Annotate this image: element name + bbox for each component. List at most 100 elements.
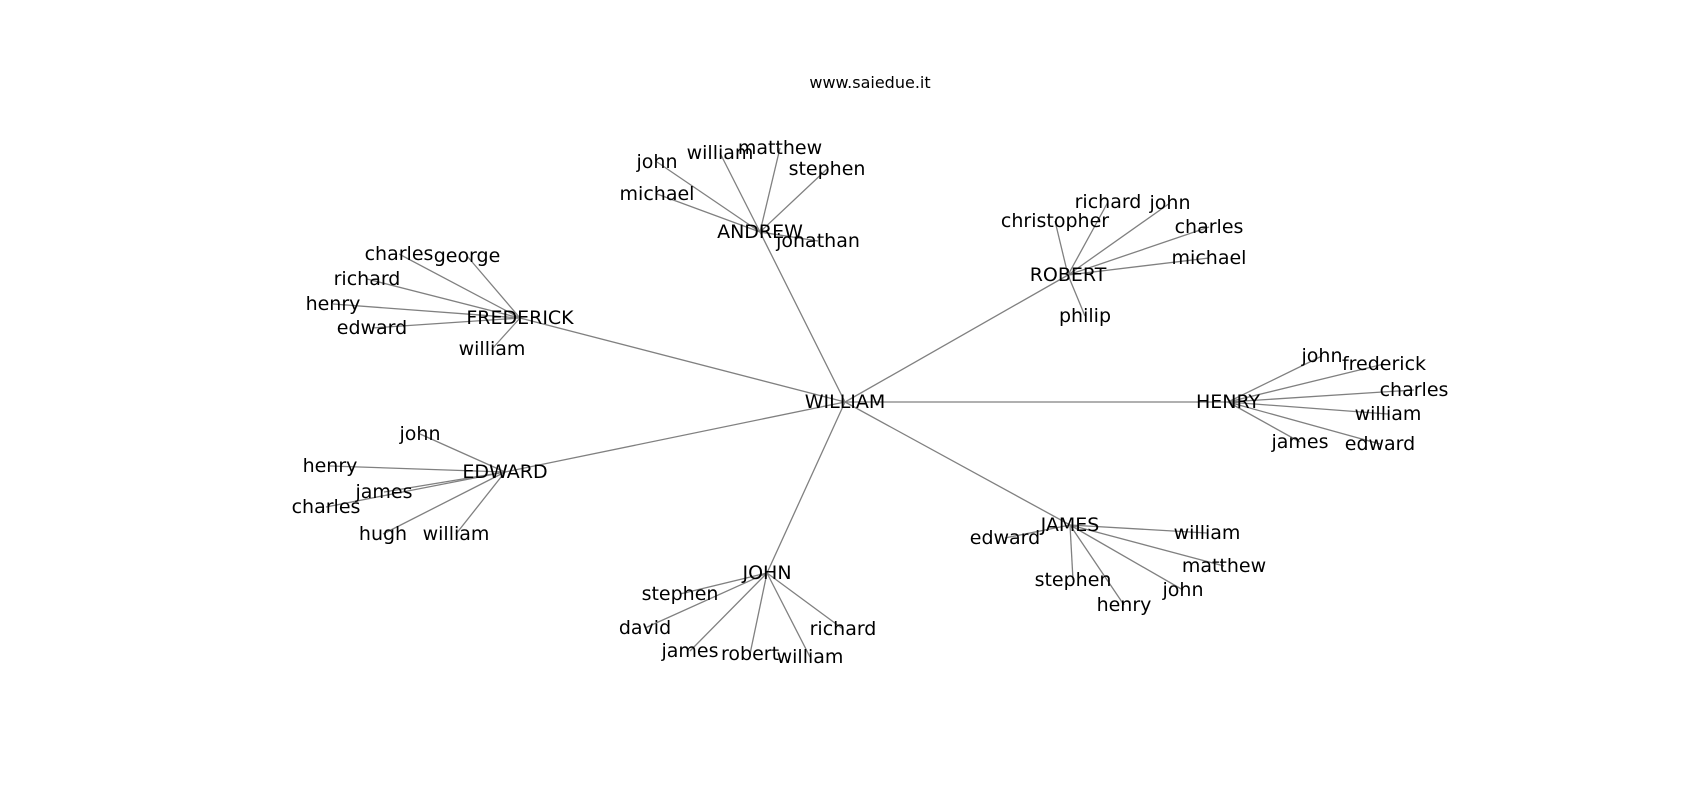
leaf-node-label: charles [1175, 216, 1244, 238]
leaf-node-label: james [660, 640, 718, 662]
leaf-node-label: richard [334, 268, 401, 290]
leaf-node-label: henry [306, 293, 361, 315]
edge-frederick-henry [332, 303, 521, 319]
edge-root-andrew [759, 231, 846, 403]
leaf-node-label: david [619, 617, 671, 639]
leaf-node-label: philip [1059, 305, 1111, 327]
hub-node-label: FREDERICK [466, 307, 574, 329]
edge-james-stephen [1069, 524, 1074, 581]
edge-root-edward [504, 401, 846, 473]
edge-frederick-william [491, 317, 521, 350]
hub-node-label: HENRY [1196, 391, 1260, 413]
leaf-node-label: robert [721, 643, 779, 665]
leaf-node-label: michael [1172, 247, 1247, 269]
edge-andrew-jonathan [759, 231, 819, 242]
edge-edward-henry [329, 465, 506, 473]
leaf-node-label: james [354, 481, 412, 503]
edge-james-edward [1004, 524, 1071, 539]
leaf-node-label: frederick [1342, 353, 1426, 375]
leaf-node-label: william [687, 142, 754, 164]
leaf-node-label: william [423, 523, 490, 545]
edge-james-william [1069, 524, 1208, 534]
edge-john-stephen [679, 572, 768, 595]
leaf-node-label: michael [620, 183, 695, 205]
edge-robert-christopher [1054, 220, 1069, 276]
leaf-node-label: william [1355, 403, 1422, 425]
leaf-node-label: stephen [642, 583, 719, 605]
leaf-node-label: charles [1380, 379, 1449, 401]
leaf-node-label: george [434, 245, 501, 267]
leaf-node-label: william [777, 646, 844, 668]
leaf-node-label: edward [337, 317, 407, 339]
edge-andrew-matthew [759, 147, 781, 233]
leaf-node-label: matthew [738, 137, 822, 159]
leaf-node-label: edward [970, 527, 1040, 549]
leaf-node-label: henry [1097, 594, 1152, 616]
edge-frederick-george [466, 255, 521, 319]
edge-root-frederick [519, 317, 846, 403]
leaf-node-label: james [1270, 431, 1328, 453]
edge-frederick-edward [371, 317, 521, 329]
edge-frederick-charles [398, 253, 521, 319]
hub-node-label: ANDREW [717, 221, 803, 243]
leaf-node-label: john [636, 151, 678, 173]
edge-henry-james [1227, 401, 1301, 443]
edge-robert-charles [1067, 226, 1210, 276]
hub-node-label: JAMES [1040, 514, 1100, 536]
leaf-node-label: william [1174, 522, 1241, 544]
edge-john-david [644, 572, 768, 629]
edge-henry-edward [1227, 401, 1381, 445]
leaf-node-label: william [459, 338, 526, 360]
edge-robert-richard [1067, 201, 1109, 276]
leaf-node-label: edward [1345, 433, 1415, 455]
edge-john-richard [766, 572, 844, 630]
leaf-node-label: john [1162, 579, 1204, 601]
leaf-node-label: henry [303, 455, 358, 477]
leaf-node-label: hugh [359, 523, 407, 545]
edge-john-william [766, 572, 811, 658]
edge-frederick-richard [366, 278, 521, 319]
edge-james-henry [1069, 524, 1125, 606]
leaf-node-label: john [399, 423, 441, 445]
edge-john-robert [749, 572, 768, 655]
edges-layer [325, 147, 1415, 658]
edge-robert-philip [1067, 274, 1086, 317]
edge-james-john [1069, 524, 1184, 591]
leaf-node-label: john [1301, 345, 1343, 367]
leaf-node-label: richard [1075, 191, 1142, 213]
edge-henry-frederick [1227, 363, 1385, 403]
edge-edward-john [419, 433, 506, 473]
watermark-text: www.saiedue.it [809, 73, 930, 92]
leaf-node-label: charles [365, 243, 434, 265]
edge-robert-michael [1067, 257, 1210, 276]
edge-andrew-john [656, 161, 761, 233]
leaf-node-label: richard [810, 618, 877, 640]
leaf-node-label: stephen [1035, 569, 1112, 591]
leaf-node-label: stephen [789, 158, 866, 180]
leaf-node-label: charles [292, 496, 361, 518]
edge-edward-william [455, 471, 506, 535]
edge-henry-william [1227, 401, 1389, 415]
hub-node-label: EDWARD [462, 461, 547, 483]
edge-andrew-william [719, 152, 761, 233]
leaf-node-label: christopher [1001, 210, 1109, 232]
edge-edward-charles [325, 471, 506, 508]
edge-root-john [766, 401, 846, 574]
edge-edward-hugh [382, 471, 506, 535]
edge-root-robert [844, 274, 1069, 403]
edge-robert-john [1067, 202, 1171, 276]
edge-henry-john [1227, 355, 1323, 403]
edge-henry-charles [1227, 389, 1415, 403]
leaf-node-label: john [1149, 192, 1191, 214]
edge-andrew-michael [656, 193, 761, 233]
edge-john-james [689, 572, 768, 652]
hub-node-label: ROBERT [1030, 264, 1107, 286]
leaf-node-label: jonathan [775, 230, 860, 252]
root-node-label: WILLIAM [805, 391, 886, 413]
edge-james-matthew [1069, 524, 1225, 567]
edge-root-james [844, 401, 1071, 526]
edge-andrew-stephen [759, 168, 828, 233]
hub-node-label: JOHN [741, 562, 791, 584]
